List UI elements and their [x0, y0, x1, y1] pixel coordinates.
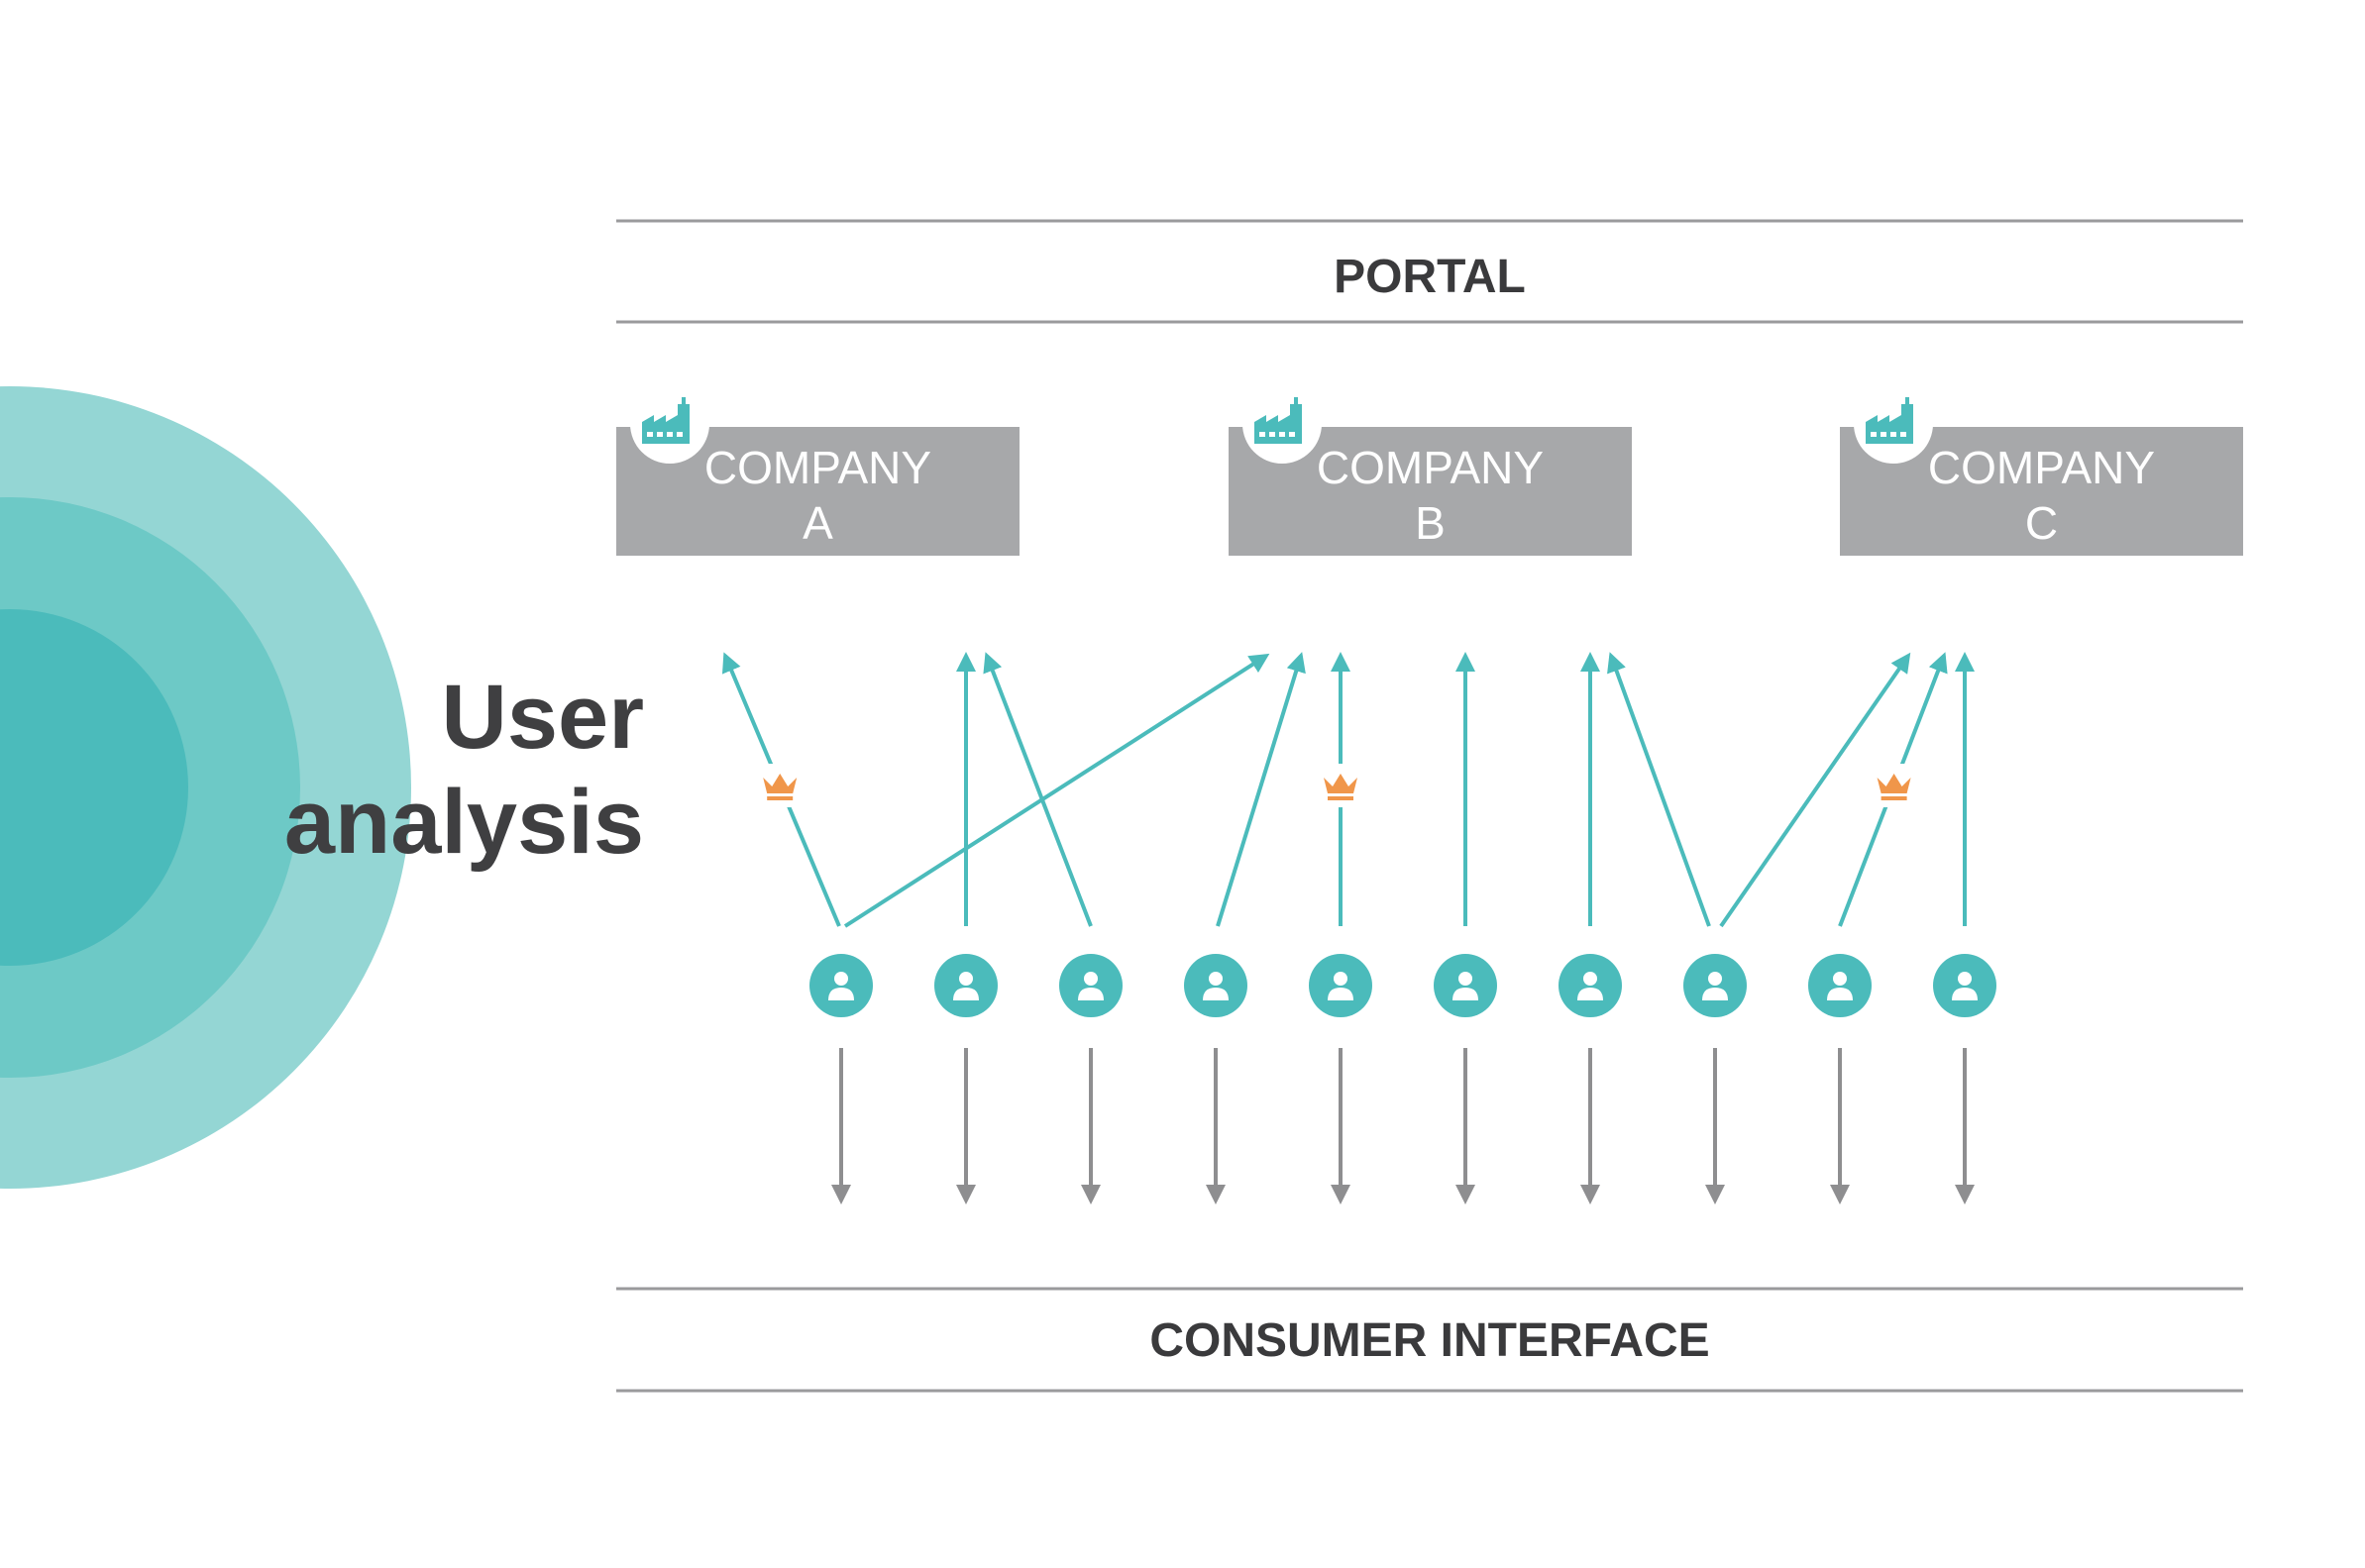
company-c-letter: C — [2024, 497, 2059, 549]
user-icon — [809, 954, 873, 1017]
connection-arrow — [1607, 652, 1711, 927]
company-a-word: COMPANY — [703, 442, 932, 493]
user-icon — [1559, 954, 1622, 1017]
users — [809, 954, 1996, 1017]
crown-icon — [1877, 774, 1911, 801]
factory-icon — [630, 384, 709, 464]
crowns — [758, 764, 1916, 808]
inner-circle — [0, 609, 188, 966]
crown-icon — [1324, 774, 1357, 801]
crown-icon — [763, 774, 798, 801]
user-icon — [1184, 954, 1247, 1017]
consumer-interface-label: CONSUMER INTERFACE — [1149, 1314, 1710, 1367]
connection-arrow — [983, 652, 1093, 927]
title-line-2: analysis — [283, 772, 644, 873]
user-icon — [1309, 954, 1372, 1017]
user-icon — [1933, 954, 1996, 1017]
user-icon — [1683, 954, 1747, 1017]
company-b-letter: B — [1415, 497, 1446, 549]
user-icon — [1059, 954, 1123, 1017]
user-icon — [1808, 954, 1872, 1017]
user-to-consumer-arrows — [831, 1048, 1975, 1204]
portal-label: PORTAL — [1334, 251, 1526, 303]
title-line-1: User — [441, 667, 644, 768]
factory-icon — [1242, 384, 1322, 464]
connection-arrow — [843, 653, 1270, 928]
user-to-company-arrows — [721, 652, 1975, 928]
user-icon — [1434, 954, 1497, 1017]
connection-arrow — [1719, 652, 1911, 928]
user-icon — [934, 954, 998, 1017]
factory-icon — [1854, 384, 1933, 464]
company-a-letter: A — [803, 497, 833, 549]
connection-arrow — [1216, 652, 1306, 927]
company-b-word: COMPANY — [1316, 442, 1545, 493]
company-c-word: COMPANY — [1927, 442, 2156, 493]
